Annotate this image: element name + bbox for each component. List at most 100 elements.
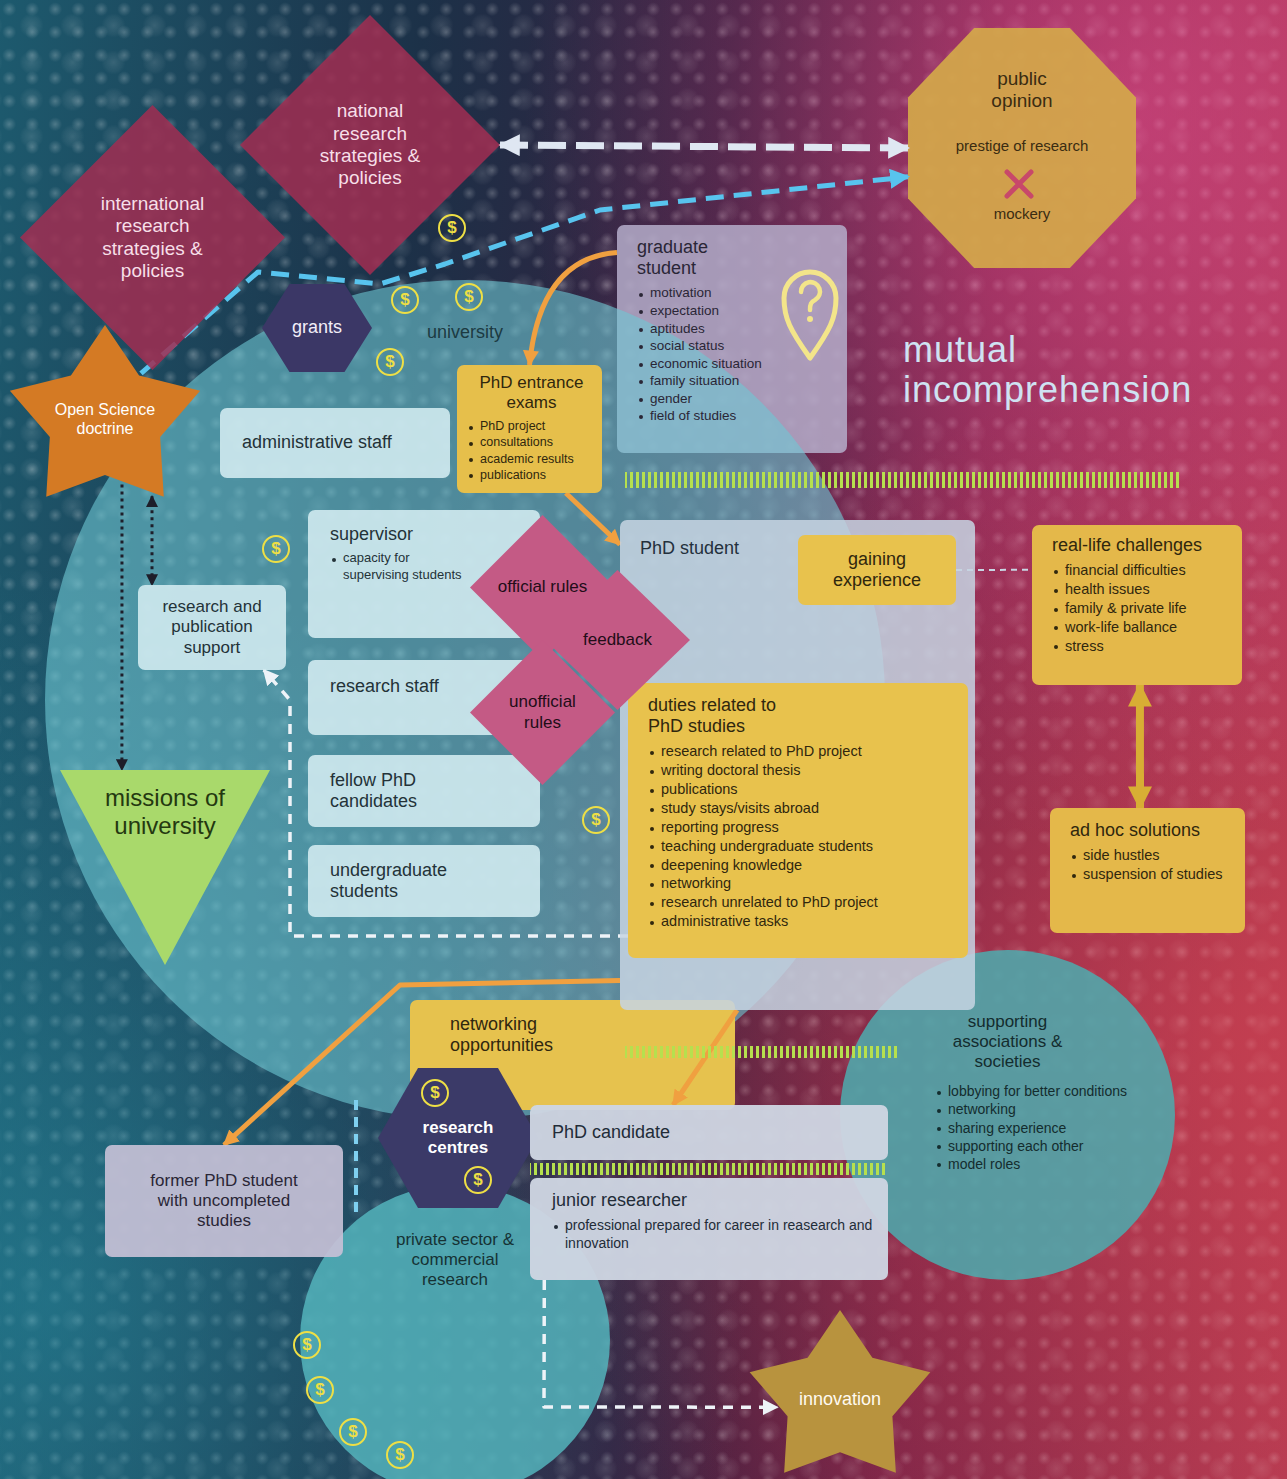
node-title: real-life challenges [1052, 535, 1202, 556]
triangle-outline [60, 770, 270, 965]
node-text: mockery [994, 205, 1051, 223]
bullet-item: social status [637, 337, 724, 355]
dollar-sign: $ [582, 806, 610, 834]
doctrine-star: Open Science doctrine [5, 325, 205, 515]
solution-box: ad hoc solutions side hustlessuspension o… [1050, 808, 1245, 933]
connector [120, 485, 123, 770]
dropout-box: former PhD student with uncompleted stud… [105, 1145, 343, 1257]
bullet-item: professional prepared for career in reas… [552, 1216, 876, 1252]
node-title: former PhD student with uncompleted stud… [149, 1171, 299, 1231]
node-title: fellow PhD candidates [330, 770, 470, 812]
node-title: Open Science doctrine [50, 401, 160, 439]
bullet-item: stress [1052, 637, 1104, 656]
node-title: research centres [403, 1118, 513, 1158]
bullet-item: supporting each other [935, 1137, 1083, 1155]
bullet-item: research unrelated to PhD project [648, 893, 878, 912]
connector [956, 569, 1032, 571]
divider-stripe [625, 1046, 900, 1058]
bullet-item: administrative tasks [648, 912, 788, 931]
bullet-item: sharing experience [935, 1119, 1066, 1137]
staff-box: administrative staff [220, 408, 450, 478]
bullet-item: family & private life [1052, 599, 1187, 618]
career-box: PhD candidate [530, 1105, 888, 1160]
node-title: PhD candidate [552, 1122, 670, 1143]
dollar-sign: $ [421, 1079, 449, 1107]
circle-outline [840, 950, 1175, 1280]
innovation-star: innovation [745, 1310, 935, 1479]
node-title: gaining experience [808, 549, 946, 591]
career-box: junior researcherprofessional prepared f… [530, 1178, 888, 1280]
bullet-item: PhD project [467, 418, 545, 434]
bullet-item: suspension of studies [1070, 865, 1222, 884]
bullet-item: lobbying for better conditions [935, 1082, 1127, 1100]
bullet-item: aptitudes [637, 320, 705, 338]
dollar-sign: $ [391, 286, 419, 314]
policy-diamond: national research strategies & policies [240, 15, 500, 275]
star-outline [750, 1310, 931, 1473]
bullet-item: side hustles [1070, 846, 1160, 865]
connector [264, 670, 628, 936]
connector [544, 1280, 777, 1407]
connector [141, 177, 908, 374]
dollar-sign: $ [455, 283, 483, 311]
hexagon-outline [378, 1068, 538, 1208]
dollar-sign: $ [306, 1376, 334, 1404]
bullet-item: publications [648, 780, 738, 799]
support-box: research and publication support [138, 585, 286, 670]
dollar-sign: $ [376, 348, 404, 376]
node-title: undergraduate students [330, 860, 480, 902]
bullet-item: study stays/visits abroad [648, 799, 819, 818]
node-title: public opinion [967, 68, 1077, 113]
node-title: supervisor [330, 524, 413, 545]
cross-symbol [1007, 172, 1031, 196]
bullet-item: writing doctoral thesis [648, 761, 800, 780]
node-title: missions of university [90, 784, 240, 841]
bullet-item: economic situation [637, 355, 762, 373]
bullet-item: model roles [935, 1155, 1020, 1173]
connector [224, 981, 620, 1145]
question-mark-icon [801, 282, 820, 310]
node-title: national research strategies & policies [303, 100, 438, 190]
connector [530, 252, 618, 365]
connector [151, 496, 154, 585]
node-text: prestige of research [956, 137, 1089, 155]
octagon-outline [908, 28, 1136, 268]
duties-box: duties related to PhD studiesresearch re… [628, 683, 968, 958]
node-title: university [427, 322, 503, 343]
node-title: private sector & commercial research [390, 1230, 520, 1290]
dollar-sign: $ [438, 214, 466, 242]
divider-stripe [625, 472, 1180, 488]
bullet-item: publications [467, 467, 546, 483]
dollar-sign: $ [339, 1418, 367, 1446]
node-title: ad hoc solutions [1070, 820, 1200, 841]
bullet-item: academic results [467, 451, 574, 467]
bullet-item: work-life ballance [1052, 618, 1177, 637]
circle-outline [300, 1185, 610, 1479]
peer-box: fellow PhD candidates [308, 755, 540, 827]
bullet-item: research related to PhD project [648, 742, 862, 761]
node-title: graduate student [637, 237, 737, 279]
bullet-item: networking [935, 1100, 1016, 1118]
student-box: PhD studentgaining experienceduties rela… [620, 520, 975, 1010]
question-mark-dot [807, 316, 813, 322]
divider-stripe [530, 1163, 888, 1175]
node-title: grants [292, 317, 342, 338]
node-title: administrative staff [242, 432, 392, 453]
node-title: networking opportunities [450, 1014, 600, 1056]
connector [500, 145, 908, 148]
bullet-item: field of studies [637, 407, 736, 425]
bullet-item: capacity for supervising students [330, 550, 478, 584]
node-title: official rules [498, 577, 587, 597]
challenge-box: real-life challengesfinancial difficulti… [1032, 525, 1242, 685]
dollar-sign: $ [293, 1331, 321, 1359]
dashed-divider [354, 1100, 358, 1215]
node-title: unofficial rules [498, 692, 588, 732]
location-pin-icon [784, 272, 836, 358]
dollar-sign: $ [464, 1166, 492, 1194]
bullet-item: expectation [637, 302, 719, 320]
bullet-item: teaching undergraduate students [648, 837, 873, 856]
experience-box: gaining experience [798, 535, 956, 605]
node-title: supporting associations & societies [923, 1012, 1093, 1072]
dollar-sign: $ [262, 535, 290, 563]
